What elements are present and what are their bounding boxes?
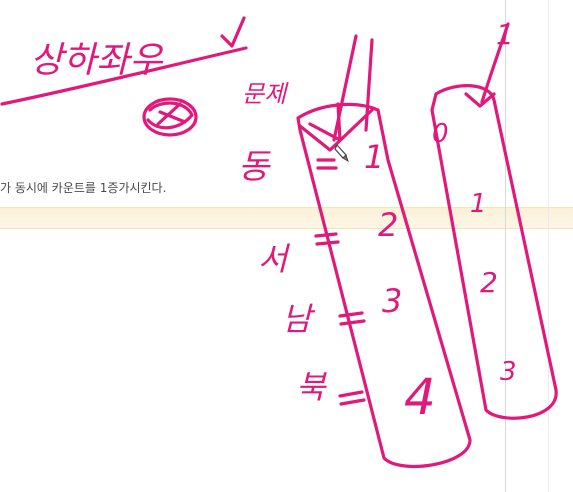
annotation-title: 상하좌우 — [30, 40, 164, 81]
stack-1-outline — [296, 102, 472, 469]
equals-south — [338, 311, 366, 326]
arrow-in-2 — [364, 38, 374, 132]
equals-north — [338, 390, 366, 406]
check-mark — [220, 16, 246, 48]
equals-east — [316, 158, 338, 170]
arrow-in-1 — [332, 34, 358, 142]
document-text-line: 가 동시에 카운트를 1증가시킨다. — [0, 181, 167, 195]
stack-2-arrow-shaft — [480, 22, 510, 104]
stack-1-number-3: 3 — [382, 282, 402, 320]
title-underline — [0, 46, 248, 106]
text-selection-highlight — [0, 207, 573, 229]
scribble-blob — [142, 97, 198, 137]
label-south: 남 — [282, 300, 316, 338]
scribble-fill — [146, 101, 194, 130]
page-divider-secondary — [548, 0, 549, 492]
stack-2-number-2: 2 — [480, 266, 498, 299]
page-divider — [505, 0, 506, 492]
label-west: 서 — [258, 240, 291, 278]
top-mark: 1 — [496, 18, 514, 51]
stack-1-number-4: 4 — [404, 368, 436, 426]
pen-cursor-icon — [334, 143, 349, 163]
label-problem: 문제 — [242, 80, 289, 108]
stack-1-lid — [298, 108, 374, 152]
label-north: 북 — [296, 368, 327, 406]
stack-2-outline — [430, 84, 558, 420]
label-east: 동 — [238, 147, 271, 187]
stack-1-number-1: 1 — [364, 138, 384, 176]
stack-2-number-0: 0 — [432, 119, 449, 149]
stack-2-arrow-head — [464, 92, 496, 108]
stack-1-number-2: 2 — [378, 206, 398, 244]
stack-2-number-1: 1 — [470, 189, 487, 219]
stack-2-number-3: 3 — [500, 357, 517, 387]
